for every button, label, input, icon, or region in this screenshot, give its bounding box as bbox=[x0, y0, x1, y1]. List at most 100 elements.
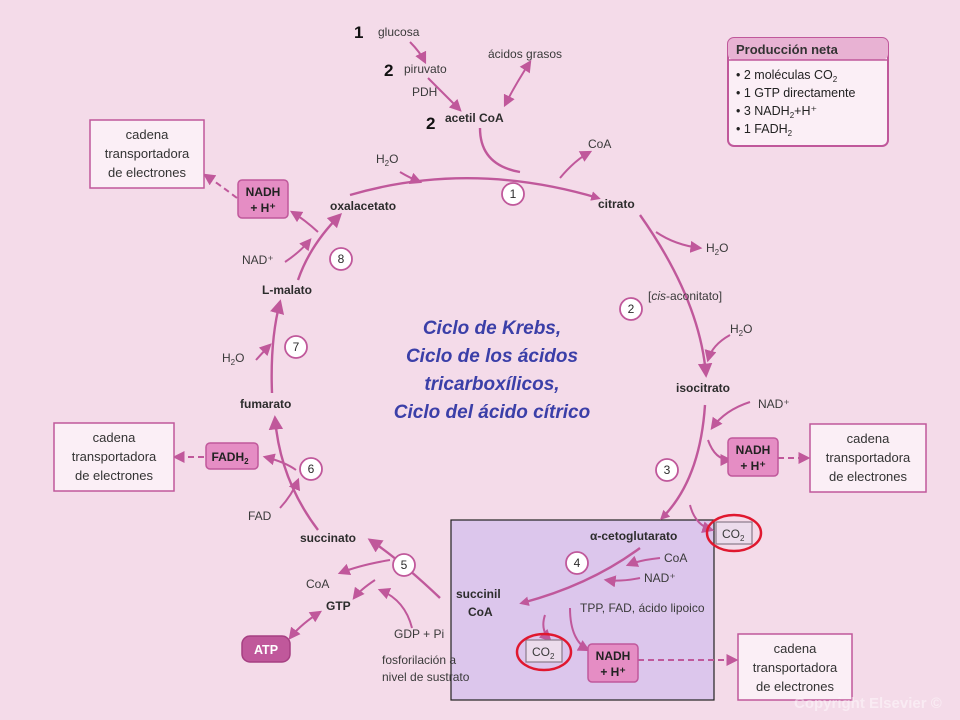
acetil-feed-arrow bbox=[478, 127, 521, 174]
net-production-box: Producción neta • 2 moléculas CO2 • 1 GT… bbox=[727, 37, 889, 147]
piruvato-label: piruvato bbox=[404, 62, 447, 76]
svg-text:cadena: cadena bbox=[774, 641, 817, 656]
h2o-in-arrow-7 bbox=[255, 343, 272, 361]
atp-box: ATP bbox=[241, 635, 291, 663]
succinato-label: succinato bbox=[300, 531, 356, 545]
nad-label-8: NAD⁺ bbox=[242, 253, 274, 267]
step-circle-6: 6 bbox=[299, 457, 323, 481]
step-circle-2: 2 bbox=[619, 297, 643, 321]
arc-step-7 bbox=[270, 299, 285, 394]
coa-in-arrow-4 bbox=[625, 555, 661, 567]
svg-text:+ H⁺: + H⁺ bbox=[740, 459, 765, 473]
arc-step-8 bbox=[296, 212, 343, 281]
pdh-label: PDH bbox=[412, 85, 437, 99]
svg-text:cadena: cadena bbox=[93, 430, 136, 445]
cis-aconitato-label: [cis-aconitato] bbox=[648, 289, 722, 303]
coa-label-5: CoA bbox=[306, 577, 329, 591]
nadh-out-arrow-8 bbox=[289, 210, 319, 233]
glucosa-label: glucosa bbox=[378, 25, 420, 39]
acetil-coa-label: acetil CoA bbox=[445, 111, 504, 125]
h2o-label-3: H2O bbox=[730, 322, 752, 338]
fosforilacion-label-1: fosforilación a bbox=[382, 653, 456, 667]
svg-text:4: 4 bbox=[574, 556, 581, 570]
svg-text:Ciclo de los ácidos: Ciclo de los ácidos bbox=[406, 346, 578, 367]
svg-text:2: 2 bbox=[628, 302, 635, 316]
step-circle-4: 4 bbox=[565, 551, 589, 575]
co2-highlight-3 bbox=[705, 513, 763, 553]
svg-text:NADH: NADH bbox=[246, 185, 281, 199]
marker-2a: 2 bbox=[384, 61, 393, 80]
svg-text:transportadora: transportadora bbox=[72, 449, 157, 464]
h2o-in-arrow-1 bbox=[399, 171, 423, 185]
nad-label-4: NAD⁺ bbox=[644, 571, 676, 585]
nadh-box-8: NADH + H⁺ bbox=[237, 179, 289, 219]
nadh-box-4: NADH + H⁺ bbox=[587, 643, 639, 683]
svg-text:Ciclo de Krebs,: Ciclo de Krebs, bbox=[423, 318, 561, 339]
svg-text:CO2: CO2 bbox=[722, 527, 745, 543]
marker-2b: 2 bbox=[426, 114, 435, 133]
net-item-3: • 3 NADH2+H⁺ bbox=[736, 104, 817, 120]
svg-text:+ H⁺: + H⁺ bbox=[600, 665, 625, 679]
svg-text:transportadora: transportadora bbox=[753, 660, 838, 675]
citrato-label: citrato bbox=[598, 197, 635, 211]
co2-box-3: CO2 bbox=[715, 521, 753, 545]
fumarato-label: fumarato bbox=[240, 397, 291, 411]
net-production-title: Producción neta bbox=[736, 42, 839, 57]
coa-out-arrow-5 bbox=[337, 559, 391, 576]
h2o-label-2: H2O bbox=[706, 241, 728, 257]
co2-box-4: CO2 bbox=[525, 639, 563, 663]
svg-text:tricarboxílicos,: tricarboxílicos, bbox=[424, 374, 559, 395]
fosforilacion-label-2: nivel de sustrato bbox=[382, 670, 470, 684]
svg-text:cadena: cadena bbox=[847, 431, 890, 446]
step-circle-7: 7 bbox=[284, 335, 308, 359]
arc-step-2 bbox=[639, 214, 713, 378]
malato-label: L-malato bbox=[262, 283, 312, 297]
svg-text:NADH: NADH bbox=[596, 649, 631, 663]
nad-in-arrow-3 bbox=[710, 401, 751, 430]
nadh-out-arrow-4 bbox=[569, 607, 591, 652]
net-item-2: • 1 GTP directamente bbox=[736, 86, 856, 100]
svg-text:1: 1 bbox=[510, 187, 517, 201]
svg-text:cadena: cadena bbox=[126, 127, 169, 142]
arc-step-1 bbox=[349, 177, 601, 201]
svg-text:transportadora: transportadora bbox=[826, 450, 911, 465]
h2o-out-arrow bbox=[655, 231, 703, 253]
acidos-grasos-arrow bbox=[503, 59, 532, 108]
chain-box-mid-left: cadena transportadora de electrones bbox=[53, 422, 175, 492]
svg-text:transportadora: transportadora bbox=[105, 146, 190, 161]
svg-text:ATP: ATP bbox=[254, 643, 278, 657]
svg-text:8: 8 bbox=[338, 252, 345, 266]
piruvato-arrow bbox=[427, 77, 462, 112]
coa-label-4: CoA bbox=[664, 551, 687, 565]
step-circle-5: 5 bbox=[392, 553, 416, 577]
svg-text:6: 6 bbox=[308, 462, 315, 476]
gdp-in-arrow bbox=[377, 587, 413, 629]
glucosa-arrow bbox=[409, 41, 427, 65]
co2-out-arrow-4 bbox=[538, 614, 552, 642]
step-circle-8: 8 bbox=[329, 247, 353, 271]
svg-text:3: 3 bbox=[664, 463, 671, 477]
svg-text:+ H⁺: + H⁺ bbox=[250, 201, 275, 215]
alfa-cetoglutarato-label: α-cetoglutarato bbox=[590, 529, 677, 543]
h2o-label-7: H2O bbox=[222, 351, 244, 367]
arc-step-6 bbox=[268, 415, 319, 531]
highlight-panel bbox=[450, 519, 715, 701]
step-circle-3: 3 bbox=[655, 458, 679, 482]
svg-text:5: 5 bbox=[401, 558, 408, 572]
succinil-coa-label: CoA bbox=[468, 605, 493, 619]
fadh2-box: FADH2 bbox=[205, 442, 259, 470]
net-item-1: • 2 moléculas CO2 bbox=[736, 68, 838, 84]
copyright-watermark: Copyright Elsevier © bbox=[794, 695, 942, 712]
coa-label-1: CoA bbox=[588, 137, 611, 151]
tpp-label: TPP, FAD, ácido lipoico bbox=[580, 601, 705, 615]
co2-highlight-4 bbox=[515, 632, 573, 672]
gtp-atp-arrow bbox=[288, 610, 323, 640]
dash-nadh-8 bbox=[203, 173, 238, 199]
fad-label: FAD bbox=[248, 509, 272, 523]
marker-1: 1 bbox=[354, 23, 363, 42]
svg-text:de electrones: de electrones bbox=[108, 165, 187, 180]
nad-in-arrow-8 bbox=[284, 238, 312, 263]
fad-in-arrow bbox=[279, 477, 301, 509]
nadh-box-3: NADH + H⁺ bbox=[727, 437, 779, 477]
